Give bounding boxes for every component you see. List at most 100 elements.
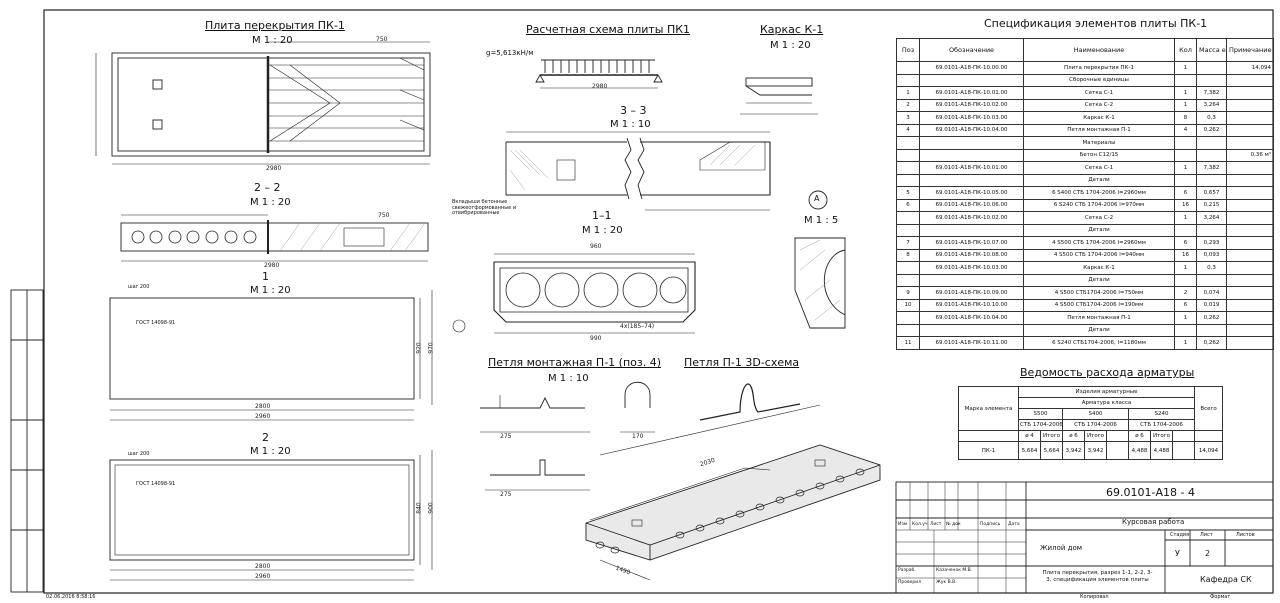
frame-title: Каркас К-1 [760, 23, 824, 36]
spec-header-cell: Обозначение [919, 38, 1024, 62]
spec-cell [896, 311, 920, 325]
spec-cell [1226, 323, 1274, 337]
spec-cell [1196, 273, 1227, 287]
ved-empty-3 [1171, 430, 1196, 442]
spec-cell: 69.0101-А18-ПК-10.01.00 [919, 86, 1024, 100]
view1-step: шаг 200 [128, 284, 150, 290]
ved-klass: Арматура класса [1017, 397, 1196, 409]
sec22-scale: М 1 : 20 [250, 197, 291, 208]
ved-d6: ø 6 [1062, 430, 1085, 442]
spec-cell [896, 273, 920, 287]
footer-kopir: Копировал [1080, 594, 1109, 600]
spec-cell [1174, 273, 1197, 287]
spec-cell: 0,215 [1196, 198, 1227, 212]
spec-cell: 1 [1174, 98, 1197, 112]
ved-empty [958, 430, 1019, 442]
spec-cell: 1 [1174, 61, 1197, 75]
stamp-dept: Кафедра СК [1200, 575, 1252, 584]
spec-cell: Петля монтажная П-1 [1023, 311, 1175, 325]
plate-title: Плита перекрытия ПК-1 [205, 19, 345, 32]
ved-empty-4 [1194, 430, 1224, 442]
plate-750-dim: 750 [376, 36, 388, 43]
spec-cell: 14,094 [1226, 61, 1274, 75]
stamp-author: Казаченок М.В. [936, 568, 973, 573]
stamp-doc: № док [946, 522, 961, 527]
view1-title: 1 [262, 270, 269, 283]
spec-cell [896, 136, 920, 150]
ved-itogo-2: Итого [1084, 430, 1107, 442]
spec-cell [1196, 148, 1227, 162]
stamp-prover: Проверил [898, 580, 922, 585]
spec-cell [1226, 136, 1274, 150]
node-a-marker: А [814, 194, 820, 203]
spec-header-cell: Наименование [1023, 38, 1175, 62]
spec-title: Спецификация элементов плиты ПК-1 [984, 17, 1208, 30]
spec-cell: 9 [896, 286, 920, 300]
spec-cell: 69.0101-А18-ПК-10.10.00 [919, 298, 1024, 312]
stamp-list: Лист [930, 522, 942, 527]
ved-d6b: ø 6 [1128, 430, 1151, 442]
spec-cell: 6 S240 СТБ 1704-2006 l=970мм [1023, 198, 1175, 212]
ved-row-v1: 5,664 [1018, 441, 1041, 460]
plate-len-dim: 2980 [266, 165, 282, 172]
spec-cell [1196, 73, 1227, 87]
spec-cell [1226, 98, 1274, 112]
sec22-title: 2 – 2 [254, 181, 281, 194]
spec-row: Детали [896, 223, 1274, 237]
spec-cell: 69.0101-А18-ПК-10.03.00 [919, 261, 1024, 275]
spec-cell: 6 S240 СТБ1704-2006, l=1180мм [1023, 336, 1175, 350]
spec-cell: 4 S500 СТБ1704-2006 l=190мм [1023, 298, 1175, 312]
spec-cell: 4 S500 СТБ1704-2006 l=750мм [1023, 286, 1175, 300]
spec-header-cell: Кол [1174, 38, 1197, 62]
spec-cell [1196, 173, 1227, 187]
spec-cell: Каркас К-1 [1023, 261, 1175, 275]
stamp-work: Курсовая работа [1122, 518, 1185, 526]
ved-itogo-1: Итого [1040, 430, 1063, 442]
stamp-object: Жилой дом [1040, 544, 1083, 552]
spec-cell: 0,657 [1196, 186, 1227, 200]
spec-header-cell: Масса ед.,кг [1196, 38, 1227, 62]
spec-cell [919, 136, 1024, 150]
spec-cell [919, 273, 1024, 287]
spec-cell [1226, 248, 1274, 262]
sec22-len-dim: 2980 [264, 262, 280, 269]
frame-scale: М 1 : 20 [770, 40, 811, 51]
spec-cell [896, 148, 920, 162]
spec-cell: Бетон С12/15 [1023, 148, 1175, 162]
spec-cell [919, 223, 1024, 237]
spec-cell: Сетка С-2 [1023, 98, 1175, 112]
ved-itogo-3: Итого [1150, 430, 1173, 442]
view2-scale: М 1 : 20 [250, 446, 291, 457]
sec11-title: 1–1 [592, 209, 612, 222]
spec-cell [1226, 173, 1274, 187]
spec-cell [1196, 136, 1227, 150]
spec-cell: 10 [896, 298, 920, 312]
spec-cell [919, 148, 1024, 162]
stamp-desc: Плита перекрытия, разрез 1-1, 2-2, 3-3, … [1042, 570, 1153, 583]
spec-header-cell: Поз [896, 38, 920, 62]
ved-row-blank2 [1171, 441, 1196, 460]
stamp-podp: Подпись [980, 522, 1001, 527]
spec-cell [1174, 73, 1197, 87]
stamp-code: 69.0101-А18 - 4 [1106, 486, 1195, 499]
loop-275b-dim: 275 [500, 491, 512, 498]
ved-row-total: 14,094 [1194, 441, 1224, 460]
spec-cell [1174, 148, 1197, 162]
spec-cell: 69.0101-А18-ПК-10.01.00 [919, 161, 1024, 175]
spec-cell: Петля монтажная П-1 [1023, 123, 1175, 137]
ved-table: Марка элемента Изделия арматурные Всего … [958, 386, 1224, 460]
spec-cell: Детали [1023, 223, 1175, 237]
stamp-stage: У [1175, 549, 1180, 558]
spec-cell: 0,262 [1196, 311, 1227, 325]
spec-row: Материалы [896, 136, 1274, 150]
